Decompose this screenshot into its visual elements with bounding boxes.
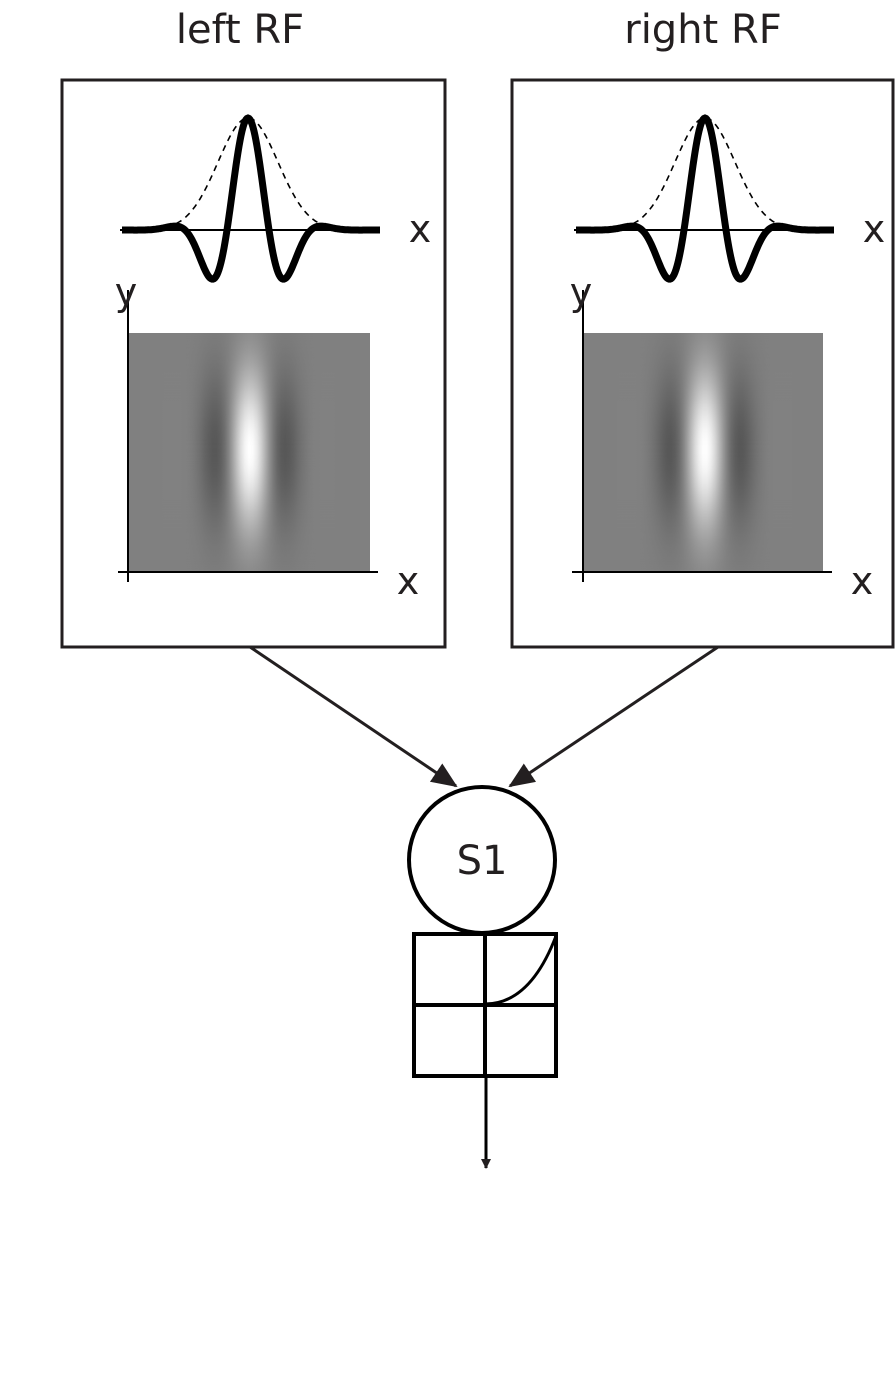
right-rf-title: right RF [624,7,782,53]
right-rf-frame [510,78,895,649]
gabor-profile-curve [576,114,834,283]
left-rf-panel: left RF x y x [60,7,447,649]
left-input-arrow [249,645,458,788]
gaussian-envelope-curve [165,117,331,229]
nonlinearity-curve [484,935,558,1006]
half-squaring-nonlinearity [412,932,558,1078]
left-rf-title: left RF [176,7,304,53]
profile-x-label: x [863,207,886,251]
right-rf-panel: right RF x y x [510,7,895,649]
s1-label: S1 [457,838,508,884]
gaussian-envelope-curve [622,117,788,229]
profile-x-label: x [409,207,432,251]
rf-gabor-image [128,333,370,571]
x-axis-label: x [397,559,420,603]
x-axis-label: x [851,559,874,603]
rf-gabor-image [583,333,823,571]
y-axis-label: y [115,270,138,314]
gabor-profile-curve [122,114,380,283]
right-input-arrow [508,645,719,788]
left-rf-frame [60,78,447,649]
y-axis-label: y [570,270,593,314]
s1-unit: S1 [407,785,557,935]
